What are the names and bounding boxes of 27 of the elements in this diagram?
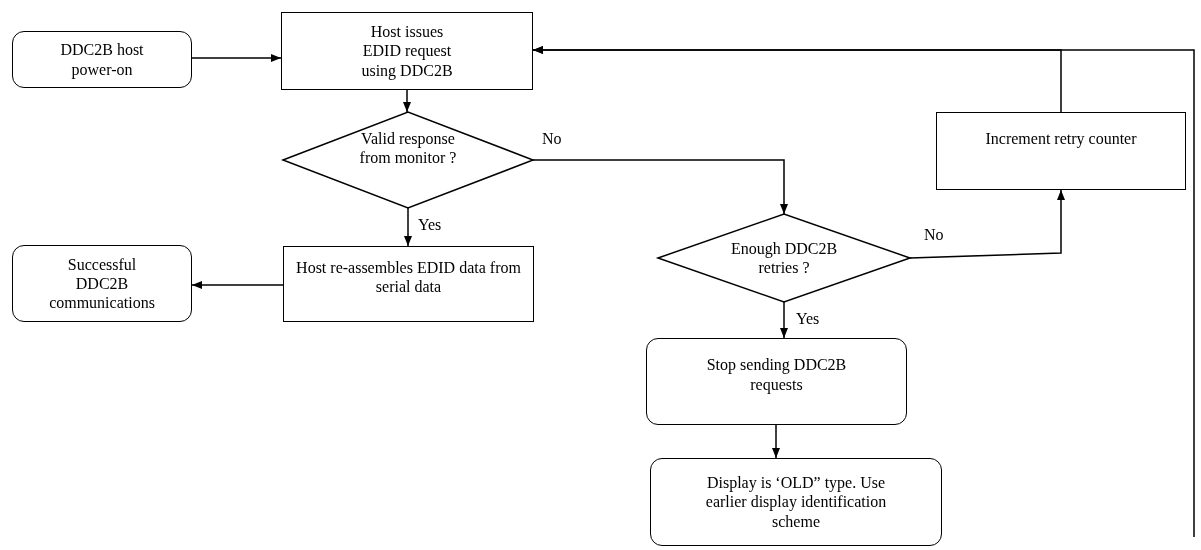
node-text: Host issues EDID request using DDC2B [360, 22, 454, 80]
node-text: Stop sending DDC2B requests [705, 355, 848, 394]
process-box [283, 246, 534, 322]
arrow [191, 281, 284, 289]
arrow [403, 89, 411, 113]
end-box [650, 458, 942, 546]
arrow [909, 189, 1065, 259]
node-text: Host re-assembles EDID data from serial data [295, 257, 522, 297]
arrow [780, 301, 788, 339]
arrow [772, 424, 780, 459]
arrow [532, 159, 788, 215]
process-box [936, 112, 1186, 190]
decision-diamond [658, 214, 910, 302]
decision-diamond [283, 112, 533, 208]
end-box [12, 245, 192, 322]
arrow [191, 54, 282, 62]
arrow [404, 207, 412, 247]
node-text: Display is ‘OLD” type. Use earlier display identification scheme [704, 473, 888, 531]
end-box [646, 338, 907, 425]
node-text: Successful DDC2B communications [49, 254, 155, 313]
arrow [532, 46, 1195, 538]
node-text: Enough DDC2B retries ? [729, 238, 839, 278]
process-box [281, 12, 533, 90]
start-box [12, 31, 192, 88]
node-text: DDC2B host power-on [59, 40, 145, 79]
node-text: Increment retry counter [985, 129, 1137, 149]
node-text: Valid response from monitor ? [358, 128, 458, 168]
